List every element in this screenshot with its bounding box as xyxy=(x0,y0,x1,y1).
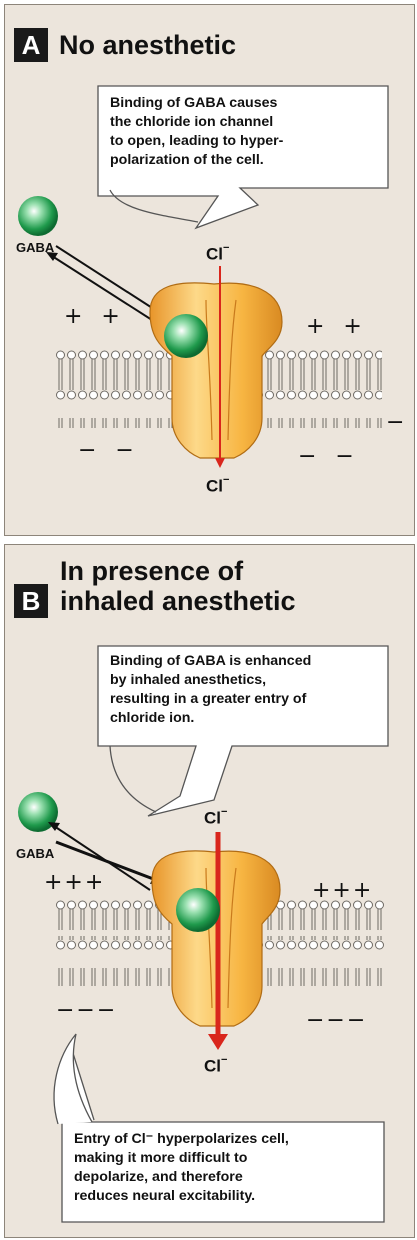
panel-b-callout-bottom-line: reduces neural excitability. xyxy=(74,1187,289,1206)
panel-b-callout-top-pointer xyxy=(110,746,156,812)
panel-b-negative-charges-right: −−− xyxy=(306,1010,367,1032)
panel-b-bound-gaba xyxy=(176,888,220,932)
panel-b-chloride-top-label: Cl− xyxy=(204,808,227,829)
panel-b-positive-charges-left: +++ xyxy=(44,872,105,894)
panel-b-gaba-label: GABA xyxy=(16,846,54,861)
panel-b-callout-bottom-text: Entry of Cl⁻ hyperpolarizes cell, making… xyxy=(74,1130,289,1206)
panel-b-callout-top-line: by inhaled anesthetics, xyxy=(110,671,311,690)
panel-b-callout-top-text: Binding of GABA is enhanced by inhaled a… xyxy=(110,652,311,728)
panel-b-callout-bottom-line: Entry of Cl⁻ hyperpolarizes cell, xyxy=(74,1130,289,1149)
panel-b-callout-top-line: Binding of GABA is enhanced xyxy=(110,652,311,671)
panel-b-positive-charges-right: +++ xyxy=(312,880,373,902)
panel-b-callout-bottom-line: depolarize, and therefore xyxy=(74,1168,289,1187)
panel-b-negative-charges-left: −−− xyxy=(56,1000,117,1022)
panel-b-callout-top-line: resulting in a greater entry of xyxy=(110,690,311,709)
panel-b-callout-bottom-pointer xyxy=(54,1034,92,1124)
panel-b-chloride-bottom-label: Cl− xyxy=(204,1056,227,1077)
panel-b-callout-top-line: chloride ion. xyxy=(110,709,311,728)
panel-b-callout-bottom-line: making it more difficult to xyxy=(74,1149,289,1168)
